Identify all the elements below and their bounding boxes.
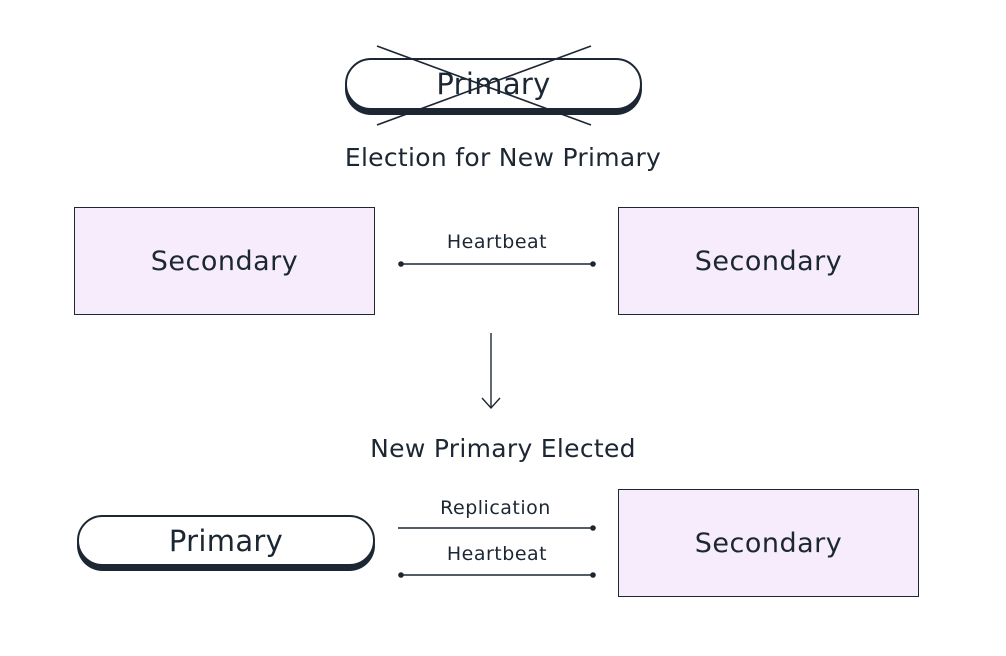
heartbeat-label-stage2: Heartbeat xyxy=(446,543,548,565)
secondary-node-right-label: Secondary xyxy=(694,245,843,277)
secondary-node-left: Secondary xyxy=(74,207,375,315)
transition-arrow-icon xyxy=(481,333,501,410)
replication-label: Replication xyxy=(440,497,551,519)
secondary-node-right: Secondary xyxy=(618,207,919,315)
heartbeat-connector-stage2 xyxy=(398,572,596,578)
heartbeat-label-stage1: Heartbeat xyxy=(446,231,548,253)
election-heading: Election for New Primary xyxy=(344,143,662,172)
new-primary-node: Primary xyxy=(77,515,375,566)
secondary-node-bottom: Secondary xyxy=(618,489,919,597)
heartbeat-connector-stage1 xyxy=(398,261,596,267)
secondary-node-bottom-label: Secondary xyxy=(694,527,843,559)
replication-connector xyxy=(398,525,596,531)
elected-heading: New Primary Elected xyxy=(370,434,636,463)
secondary-node-left-label: Secondary xyxy=(150,245,299,277)
new-primary-label: Primary xyxy=(168,523,284,558)
